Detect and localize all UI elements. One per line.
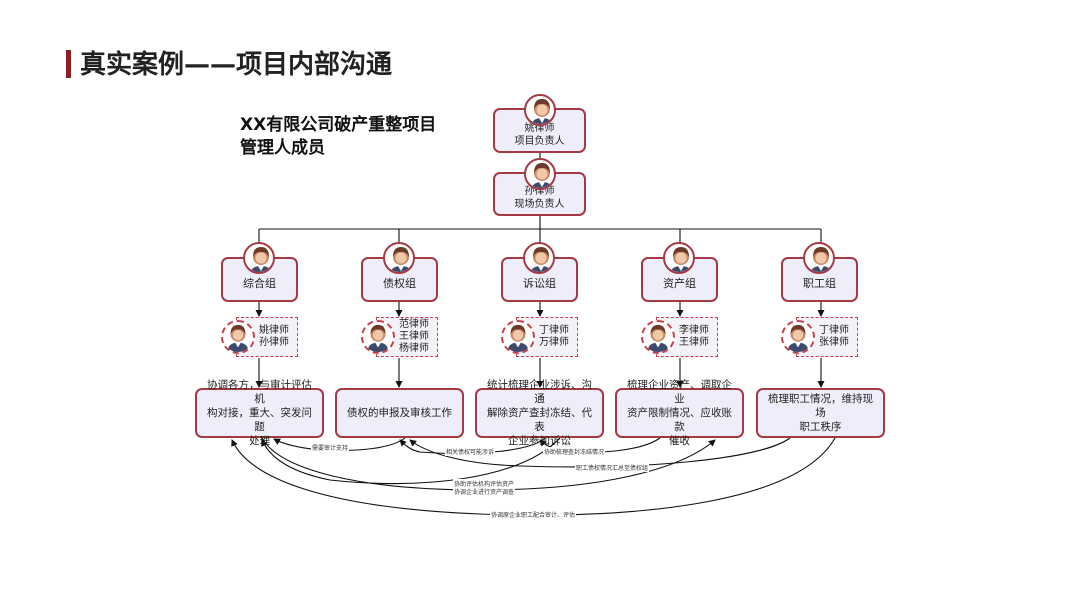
- task-line: 梳理职工情况，维持现场: [768, 393, 873, 419]
- flow-label: 协调企业进行资产调查: [453, 487, 516, 496]
- leader-name: 姚律师: [524, 122, 555, 134]
- lawyer-avatar-icon: [523, 242, 555, 274]
- member-name: 孙律师: [259, 337, 289, 348]
- member-name: 王律师: [399, 331, 429, 342]
- group-label: 资产组: [663, 276, 696, 290]
- flow-label: 需要审计支持: [311, 443, 350, 452]
- task-line: 企业参加诉讼: [508, 435, 571, 447]
- flow-label: 协助评估机构评估资产: [453, 479, 516, 488]
- group-label: 债权组: [383, 276, 416, 290]
- subtitle-line: 管理人成员: [240, 138, 325, 158]
- group-label: 综合组: [243, 276, 276, 290]
- member-name: 姚律师: [259, 325, 289, 336]
- page-title: 真实案例——项目内部沟通: [80, 50, 393, 80]
- flow-label: 协调原企业职工配合审计、评估: [490, 510, 577, 519]
- task-line: 催收: [669, 435, 690, 447]
- task-box-claims: 债权的申报及审核工作: [335, 388, 464, 438]
- subtitle-line: XX有限公司破产重整项目: [240, 115, 437, 135]
- task-line: 处理: [249, 435, 270, 447]
- task-line: 职工秩序: [799, 421, 842, 433]
- lawyer-avatar-icon: [361, 320, 395, 354]
- flow-label: 协助梳理查封冻结情况: [543, 447, 606, 456]
- diagram-subtitle: XX有限公司破产重整项目 管理人成员: [240, 114, 436, 160]
- flow-label: 职工债权情况汇总至债权组: [575, 463, 650, 472]
- group-box-general: 综合组: [221, 257, 298, 302]
- lawyer-avatar-icon: [781, 320, 815, 354]
- lawyer-avatar-icon: [524, 94, 556, 126]
- group-label: 诉讼组: [523, 276, 556, 290]
- task-line: 资产限制情况、应收账款: [627, 407, 732, 433]
- member-name: 杨律师: [399, 343, 429, 354]
- member-name: 范律师: [399, 319, 429, 330]
- member-name: 丁律师: [819, 325, 849, 336]
- member-name: 王律师: [679, 337, 709, 348]
- member-name: 万律师: [539, 337, 569, 348]
- task-box-staff: 梳理职工情况，维持现场 职工秩序: [756, 388, 885, 438]
- group-label: 职工组: [803, 276, 836, 290]
- lawyer-avatar-icon: [501, 320, 535, 354]
- leader-role: 现场负责人: [514, 199, 565, 210]
- task-box-litigation: 统计梳理企业涉诉、沟通 解除资产查封冻结、代表 企业参加诉讼: [475, 379, 604, 447]
- leader-role: 项目负责人: [514, 135, 565, 147]
- lawyer-avatar-icon: [243, 242, 275, 274]
- task-line: 解除资产查封冻结、代表: [487, 407, 592, 433]
- task-line: 协调各方，与审计评估机: [207, 379, 312, 405]
- flow-label: 相关债权可能涉诉: [445, 447, 496, 456]
- task-line: 债权的申报及审核工作: [347, 407, 452, 419]
- lawyer-avatar-icon: [803, 242, 835, 274]
- lawyer-avatar-icon: [641, 320, 675, 354]
- task-line: 统计梳理企业涉诉、沟通: [487, 379, 592, 405]
- leader-name: 孙律师: [524, 186, 555, 197]
- lawyer-avatar-icon: [221, 320, 255, 354]
- member-name: 张律师: [819, 337, 849, 348]
- task-box-general: 协调各方，与审计评估机 构对接，重大、突发问题 处理: [195, 379, 324, 447]
- task-line: 构对接，重大、突发问题: [207, 407, 312, 433]
- title-accent-bar: [66, 50, 71, 78]
- member-name: 李律师: [679, 325, 709, 336]
- lawyer-avatar-icon: [383, 242, 415, 274]
- task-box-assets: 梳理企业资产、调取企业 资产限制情况、应收账款 催收: [615, 379, 744, 447]
- task-line: 梳理企业资产、调取企业: [627, 379, 732, 405]
- lawyer-avatar-icon: [663, 242, 695, 274]
- member-name: 丁律师: [539, 325, 569, 336]
- lawyer-avatar-icon: [524, 158, 556, 190]
